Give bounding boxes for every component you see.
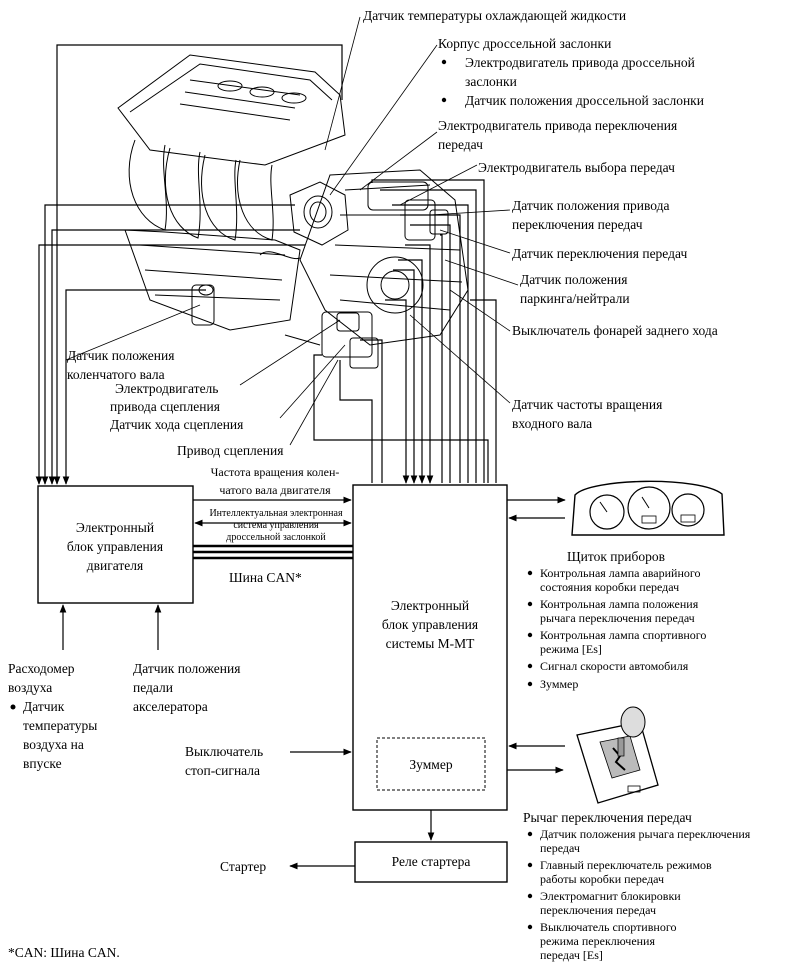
input-speed-line1: Датчик частоты вращения [512, 397, 662, 412]
cluster-item-2a: Контрольная лампа положения [540, 597, 699, 611]
throttle-motor-line2: заслонки [465, 74, 517, 89]
shift-act-pos-line1: Датчик положения привода [512, 198, 670, 213]
lever-item-4a: Выключатель спортивного [540, 920, 676, 934]
throttle-motor-line1: Электродвигатель привода дроссельной [465, 55, 695, 70]
mmt-ecu [352, 484, 508, 811]
shift-motor-line2: передач [438, 137, 483, 152]
throttle-body-label: Корпус дроссельной заслонки [438, 36, 611, 51]
lever-item-1a: Датчик положения рычага переключения [540, 827, 751, 841]
pedal-line1: Датчик положения [133, 661, 240, 676]
lever-item-1b: передач [540, 841, 580, 855]
clutch-stroke-label: Датчик хода сцепления [110, 417, 243, 432]
etcs-line2: система управления [233, 520, 319, 531]
coolant-label: Датчик температуры охлаждающей жидкости [363, 8, 626, 23]
cluster-item-2b: рычага переключения передач [540, 611, 695, 625]
shift-motor-line1: Электродвигатель привода переключения [438, 118, 677, 133]
crank-speed-line1: Частота вращения колен- [211, 465, 340, 479]
can-bus-label: Шина CAN* [229, 570, 302, 585]
clutch-motor-line2: привода сцепления [110, 399, 220, 414]
shift-sensor-label: Датчик переключения передач [512, 246, 687, 261]
lever-item-4c: передач [Es] [540, 948, 603, 962]
instrument-cluster-icon [571, 480, 725, 536]
lever-item-3a: Электромагнит блокировки [540, 889, 681, 903]
maf-sub2: температуры [23, 718, 97, 733]
mmt-ecu-line1: Электронный [391, 598, 469, 613]
cluster-title: Щиток приборов [567, 549, 665, 564]
throttle-body [289, 181, 349, 246]
maf-line1: Расходомер [8, 661, 75, 676]
engine-ecu-line3: двигателя [87, 558, 144, 573]
etcs-line1: Интеллектуальная электронная [209, 508, 343, 519]
maf-sub4: впуске [23, 756, 62, 771]
engine-ecu-line2: блок управления [67, 539, 163, 554]
maf-line2: воздуха [8, 680, 52, 695]
crank-pos-line1: Датчик положения [67, 348, 174, 363]
pedal-line2: педали [133, 680, 173, 695]
input-speed-line2: входного вала [512, 416, 592, 431]
park-neutral-line2: паркинга/нейтрали [520, 291, 630, 306]
stop-switch-line2: стоп-сигнала [185, 763, 260, 778]
oil-filter [191, 284, 215, 326]
starter-relay-label: Реле стартера [392, 854, 471, 869]
lever-item-2b: работы коробки передач [540, 872, 664, 886]
footnote: *CAN: Шина CAN. [8, 945, 120, 960]
lever-title: Рычаг переключения передач [523, 810, 692, 825]
reverse-lamp-label: Выключатель фонарей заднего хода [512, 323, 718, 338]
cluster-item-5: Зуммер [540, 677, 578, 691]
starter-relay [354, 841, 508, 883]
clutch-motor-line1: Электродвигатель [115, 381, 218, 396]
engine-ecu [37, 485, 194, 604]
shift-lever-icon [576, 706, 659, 804]
transmission [299, 169, 469, 346]
clutch-actuator [321, 311, 373, 358]
pedal-line3: акселератора [133, 699, 208, 714]
park-neutral-line1: Датчик положения [520, 272, 627, 287]
etcs-line3: дроссельной заслонкой [226, 532, 326, 543]
throttle-pos-label: Датчик положения дроссельной заслонки [465, 93, 704, 108]
cluster-item-3a: Контрольная лампа спортивного [540, 628, 706, 642]
crank-pos-line2: коленчатого вала [67, 367, 165, 382]
mmt-ecu-line2: блок управления [382, 617, 478, 632]
maf-sub1: Датчик [23, 699, 65, 714]
cluster-item-1b: состояния коробки передач [540, 580, 679, 594]
cluster-item-4: Сигнал скорости автомобиля [540, 659, 689, 673]
maf-sub3: воздуха на [23, 737, 84, 752]
lever-item-2a: Главный переключатель режимов [540, 858, 712, 872]
engine-ecu-line1: Электронный [76, 520, 154, 535]
shift-act-pos-line2: переключения передач [512, 217, 643, 232]
buzzer-label: Зуммер [409, 757, 452, 772]
cluster-item-1a: Контрольная лампа аварийного [540, 566, 701, 580]
mmt-ecu-line3: системы M-MT [386, 636, 476, 651]
select-motor-label: Электродвигатель выбора передач [478, 160, 675, 175]
engine-illustration [117, 54, 469, 369]
starter-label: Стартер [220, 859, 266, 874]
clutch-actuator-label: Привод сцепления [177, 443, 283, 458]
crank-speed-line2: чатого вала двигателя [219, 483, 331, 497]
lever-item-3b: переключения передач [540, 903, 656, 917]
stop-switch-line1: Выключатель [185, 744, 263, 759]
lever-item-4b: режима переключения [540, 934, 655, 948]
cluster-item-3b: режима [Es] [540, 642, 602, 656]
